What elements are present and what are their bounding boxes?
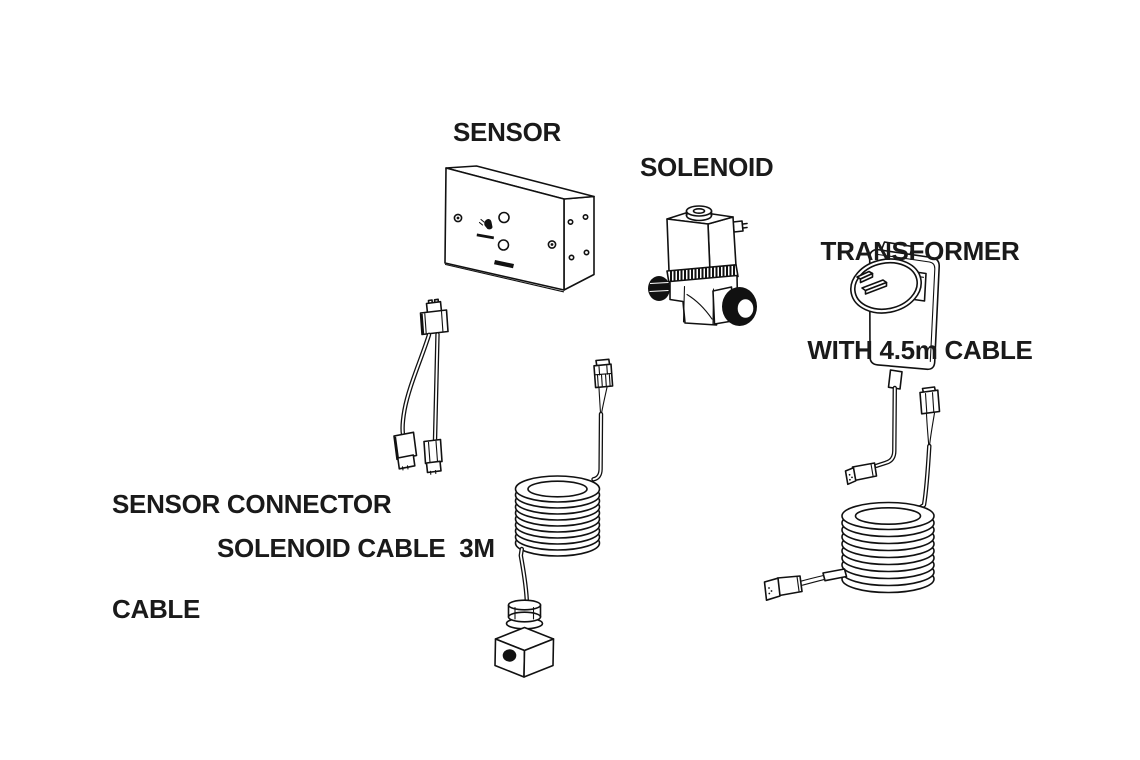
sensor-connector-cable-drawing	[393, 298, 449, 475]
sensor-connector-cable-label-line1: SENSOR CONNECTOR	[112, 489, 392, 519]
solenoid-valve-fitting	[494, 599, 555, 678]
solenoid-cable-drawing	[494, 358, 614, 678]
y-cable-left-connector	[393, 431, 418, 471]
screw-icon	[453, 213, 557, 249]
transformer-label-line1: TRANSFORMER	[820, 236, 1020, 266]
sensor-connector-cable-label: SENSOR CONNECTOR CABLE	[112, 417, 392, 697]
sensor-indicator-bar	[494, 260, 514, 269]
transformer-drawing	[763, 241, 941, 602]
transformer-coil-connector	[919, 386, 941, 447]
solenoid-left-port	[648, 276, 670, 301]
sensor-window	[498, 211, 510, 224]
solenoid-coiled-cable	[514, 475, 601, 557]
solenoid-drawing	[648, 205, 757, 326]
sensor-connector-cable-label-line2: CABLE	[112, 594, 201, 624]
y-cable-top-connector	[419, 298, 449, 336]
transformer-output-connector	[844, 462, 878, 486]
transformer-coiled-cable	[841, 501, 935, 594]
fitting-port-hole	[502, 649, 517, 662]
transformer-label-line2: WITH 4.5m CABLE	[807, 335, 1033, 365]
transformer-coil-end-connector	[763, 575, 803, 602]
solenoid-cable-connector	[593, 358, 614, 415]
plug-pins	[856, 270, 888, 295]
y-cable-right-connector	[423, 438, 443, 475]
transformer-label: TRANSFORMER WITH 4.5m CABLE	[798, 169, 1042, 433]
solenoid-label: SOLENOID	[640, 152, 774, 182]
sensor-drawing	[444, 165, 595, 293]
hand-wave-icon	[476, 218, 494, 240]
sensor-label: SENSOR	[453, 117, 562, 147]
solenoid-cable-label: SOLENOID CABLE 3M	[217, 533, 495, 563]
solenoid-top-nut	[685, 205, 713, 222]
sensor-window	[497, 239, 510, 251]
